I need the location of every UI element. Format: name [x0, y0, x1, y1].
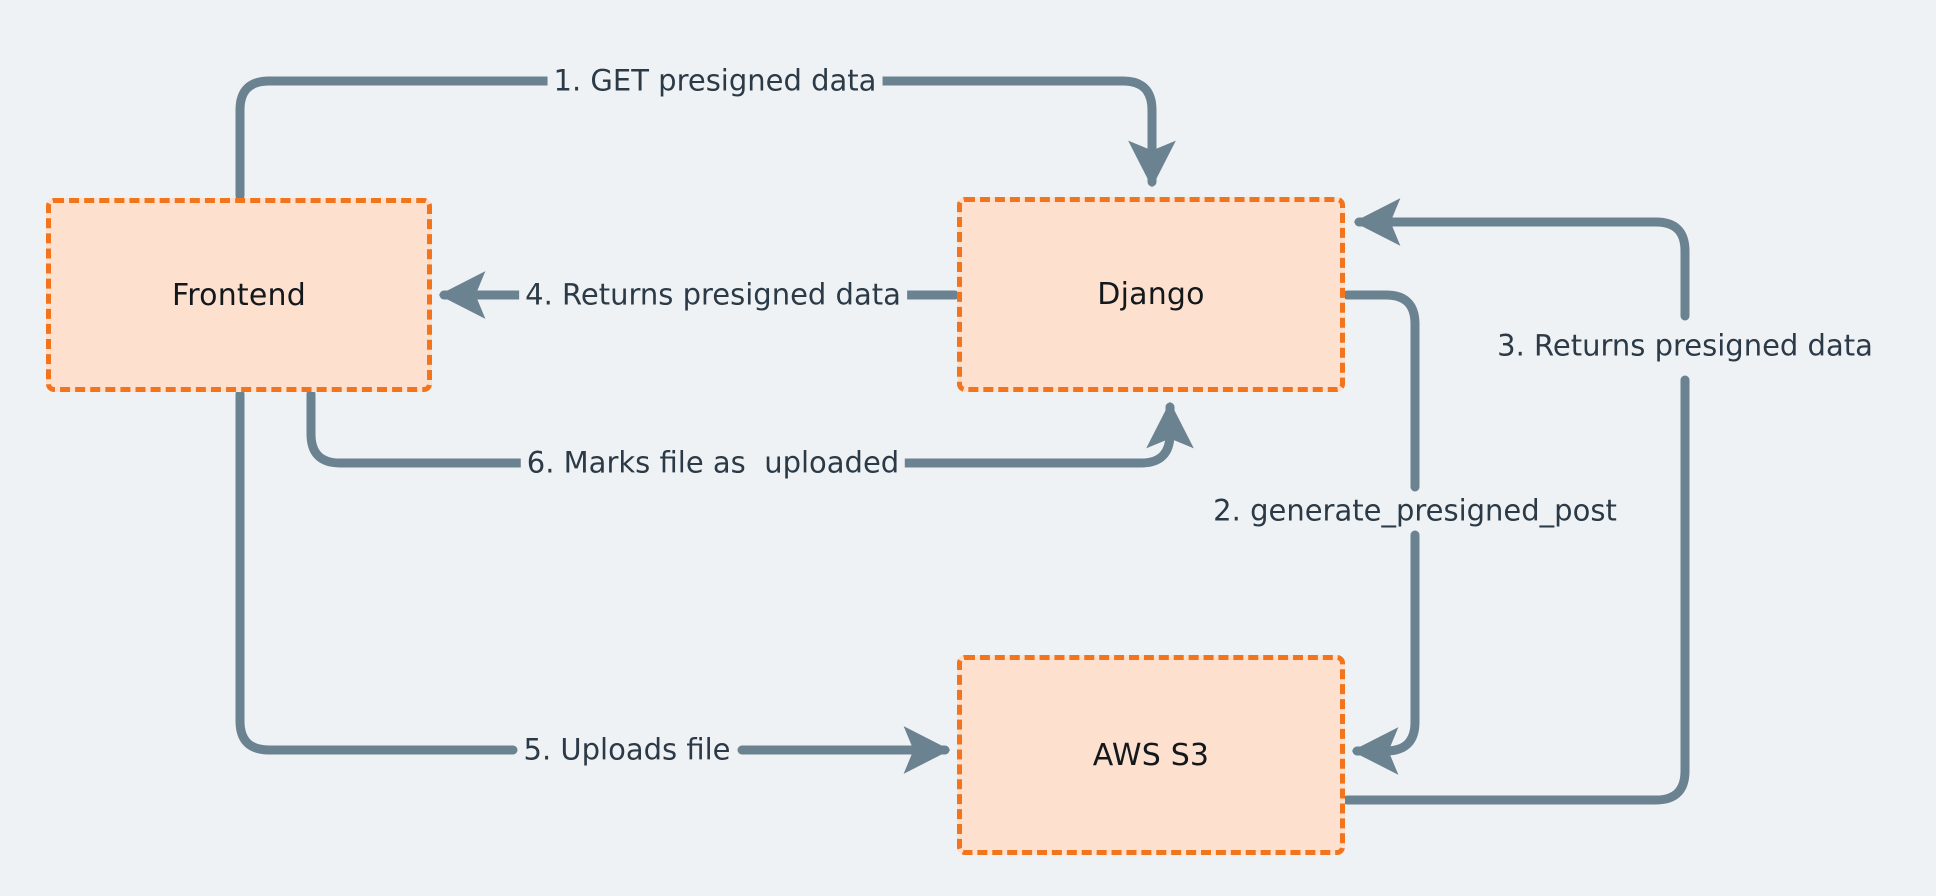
- node-django[interactable]: Django: [957, 197, 1345, 392]
- node-frontend-label: Frontend: [172, 277, 306, 313]
- edge-path-1-b: [835, 76, 1176, 188]
- edge-path-5-a: [235, 389, 518, 755]
- edge-label-4: 4. Returns presigned data: [519, 278, 907, 312]
- edge-label-5: 5. Uploads file: [517, 733, 737, 767]
- edge-path-1-a: [235, 76, 595, 201]
- node-aws-s3[interactable]: AWS S3: [957, 655, 1345, 855]
- edge-path-2-a: [1342, 290, 1420, 492]
- node-django-label: Django: [1097, 277, 1205, 312]
- edge-path-2-b: [1351, 530, 1420, 775]
- node-aws-s3-label: AWS S3: [1092, 737, 1210, 773]
- node-frontend[interactable]: Frontend: [46, 198, 432, 392]
- edge-path-3-a: [1342, 375, 1690, 805]
- edge-path-6-b: [898, 401, 1194, 468]
- edge-label-6: 6. Marks file as uploaded: [520, 446, 906, 480]
- edge-label-2: 2. generate_presigned_post: [1207, 494, 1623, 528]
- edge-path-3-b: [1353, 198, 1690, 321]
- edge-path-6-a: [306, 389, 529, 468]
- edge-label-1: 1. GET presigned data: [547, 64, 883, 98]
- edge-label-3: 3. Returns presigned data: [1491, 329, 1879, 363]
